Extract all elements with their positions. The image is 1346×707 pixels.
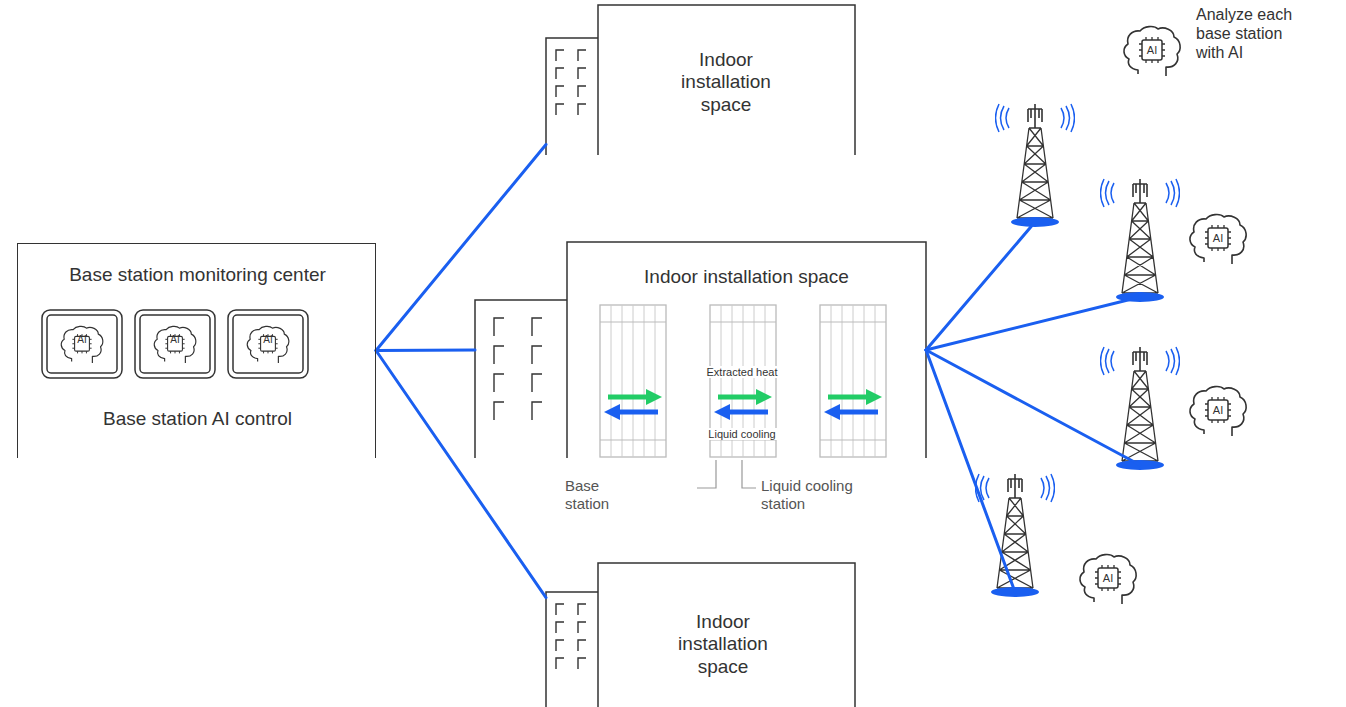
part-label: Liquid cooling station bbox=[761, 477, 879, 512]
cell-tower bbox=[976, 474, 1055, 597]
cooling-arrow bbox=[728, 410, 768, 415]
building-outline bbox=[546, 5, 855, 155]
heat-arrow bbox=[866, 389, 882, 405]
cooling-arrow bbox=[838, 410, 878, 415]
window-mark bbox=[556, 104, 564, 115]
network-link bbox=[926, 350, 1015, 592]
network-link bbox=[926, 297, 1140, 350]
node-title: Indoor installation space bbox=[656, 49, 796, 116]
window-mark bbox=[494, 346, 504, 364]
window-mark bbox=[578, 68, 586, 79]
ai-brain-icon bbox=[247, 326, 289, 363]
network-link bbox=[376, 145, 546, 351]
window-mark bbox=[556, 50, 564, 61]
window-mark bbox=[494, 374, 504, 392]
cell-tower bbox=[996, 104, 1075, 227]
ai-chip-text: AI bbox=[1140, 42, 1164, 58]
window-mark bbox=[532, 402, 542, 420]
ai-brain-icon bbox=[1124, 27, 1180, 76]
heat-arrow bbox=[646, 389, 662, 405]
ai-brain-icon bbox=[1190, 215, 1246, 264]
window-mark bbox=[556, 658, 564, 669]
equipment-rack bbox=[600, 305, 666, 457]
building-outline bbox=[546, 563, 855, 707]
ai-chip-text: AI bbox=[163, 332, 187, 347]
cell-tower-node: AI bbox=[995, 470, 1035, 592]
heat-arrow bbox=[756, 389, 772, 405]
installation-space: Indoor installation space bbox=[546, 5, 855, 155]
ai-brain-icon bbox=[1080, 555, 1136, 604]
leader-line bbox=[697, 460, 716, 488]
cell-tower-node: AI bbox=[1120, 175, 1160, 297]
window-mark bbox=[578, 658, 586, 669]
leader-line bbox=[742, 460, 756, 488]
window-mark bbox=[532, 318, 542, 336]
ai-chip-text: AI bbox=[1206, 230, 1230, 246]
window-mark bbox=[556, 622, 564, 633]
heat-arrow bbox=[608, 395, 648, 400]
network-link bbox=[926, 350, 1140, 465]
window-mark bbox=[578, 86, 586, 97]
window-mark bbox=[532, 346, 542, 364]
window-mark bbox=[556, 640, 564, 651]
node-subtitle: Base station AI control bbox=[18, 408, 377, 430]
part-label: Base station bbox=[565, 477, 635, 512]
network-link bbox=[376, 351, 546, 598]
monitor-screen bbox=[42, 310, 308, 378]
node-title: Base station monitoring center bbox=[18, 264, 377, 286]
cell-tower-node: AI bbox=[1120, 343, 1160, 465]
window-mark bbox=[578, 640, 586, 651]
window-mark bbox=[532, 374, 542, 392]
cell-tower bbox=[1101, 179, 1180, 302]
ai-brain-icon bbox=[154, 326, 196, 363]
window-mark bbox=[578, 104, 586, 115]
window-mark bbox=[578, 604, 586, 615]
flow-label: Liquid cooling bbox=[700, 428, 784, 441]
window-mark bbox=[556, 86, 564, 97]
equipment-rack bbox=[820, 305, 886, 457]
ai-brain-icon bbox=[1190, 387, 1246, 436]
network-link bbox=[926, 222, 1035, 350]
cell-tower-node: AI bbox=[1015, 100, 1055, 222]
heat-arrow bbox=[828, 395, 868, 400]
heat-arrow bbox=[718, 395, 758, 400]
window-mark bbox=[556, 68, 564, 79]
ai-chip-text: AI bbox=[256, 332, 280, 347]
ai-chip-text: AI bbox=[70, 332, 94, 347]
window-mark bbox=[578, 50, 586, 61]
ai-chip-text: AI bbox=[1206, 402, 1230, 418]
window-mark bbox=[494, 318, 504, 336]
node-title: Indoor installation space bbox=[567, 266, 926, 288]
cooling-arrow bbox=[824, 404, 840, 420]
window-mark bbox=[578, 622, 586, 633]
cooling-arrow bbox=[618, 410, 658, 415]
building-outline bbox=[475, 242, 926, 458]
network-link bbox=[376, 349, 475, 353]
cooling-arrow bbox=[714, 404, 730, 420]
installation-space: Indoor installation space bbox=[546, 563, 855, 707]
cooling-arrow bbox=[604, 404, 620, 420]
ai-brain-icon bbox=[61, 326, 103, 363]
header-note: Analyze each base station with AI bbox=[1196, 6, 1306, 63]
installation-space: Indoor installation space bbox=[475, 242, 926, 458]
ai-chip-text: AI bbox=[1096, 570, 1120, 586]
window-mark bbox=[494, 402, 504, 420]
node-title: Indoor installation space bbox=[653, 611, 793, 678]
window-mark bbox=[556, 604, 564, 615]
flow-label: Extracted heat bbox=[700, 366, 784, 379]
monitoring-center: Base station monitoring centerBase stati… bbox=[17, 243, 376, 458]
